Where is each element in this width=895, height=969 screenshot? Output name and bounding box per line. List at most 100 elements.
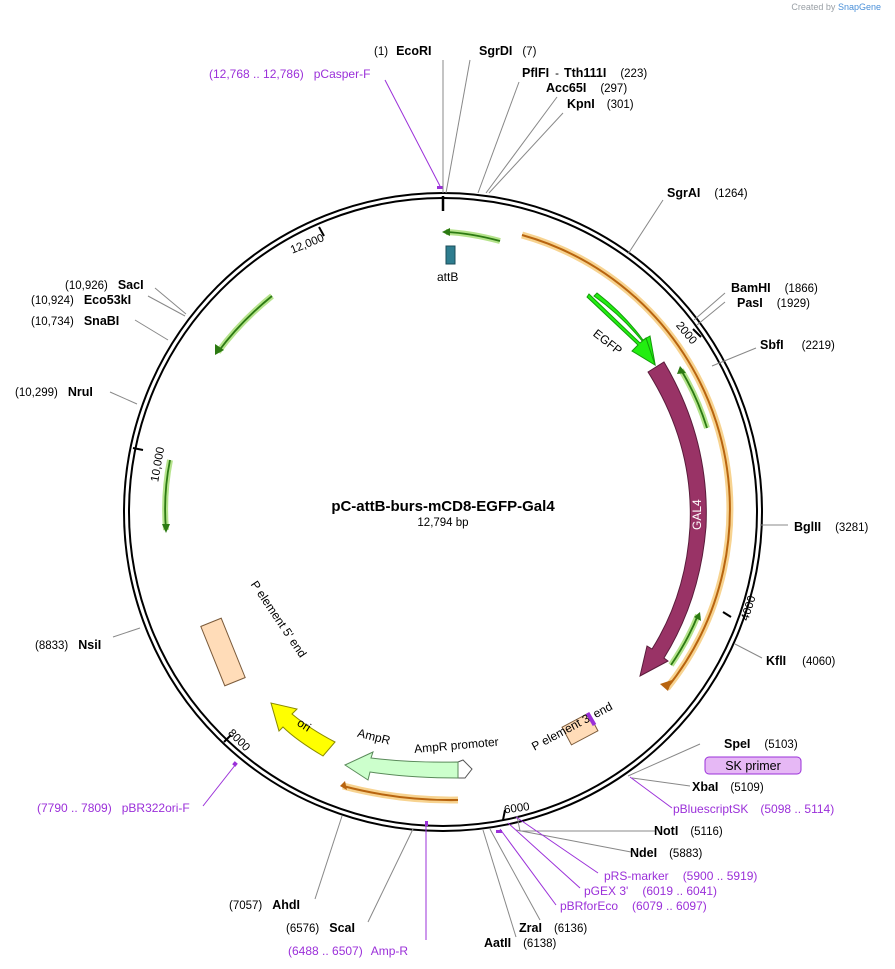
saci-pos: (10,926) xyxy=(65,280,108,292)
ecori-pos: (1) xyxy=(374,46,388,58)
sbfi-pos: (2219) xyxy=(802,340,835,352)
spei-pos: (5103) xyxy=(764,739,797,751)
bglii-pos: (3281) xyxy=(835,522,868,534)
gal4-feature[interactable] xyxy=(639,361,707,677)
zrai-site: ZraI (6136) xyxy=(519,921,587,935)
saci-name: SacI xyxy=(118,278,144,292)
amp-r-range: (6488 .. 6507) xyxy=(288,944,363,958)
sgrai-pos: (1264) xyxy=(714,188,747,200)
pasi-name: PasI xyxy=(737,296,763,310)
sbfi-name: SbfI xyxy=(760,338,784,352)
p-element-3-label: P element 3' end xyxy=(529,699,615,753)
credit-brand: SnapGene xyxy=(837,2,881,12)
scai-site: (6576) ScaI xyxy=(286,921,355,935)
sgrdi-pos: (7) xyxy=(522,46,536,58)
ecori-site: (1) EcoRI xyxy=(374,44,432,58)
pflfi-site: PflFI-Tth111I(223) xyxy=(522,66,647,80)
amp-r-site: (6488 .. 6507) Amp-R xyxy=(288,944,408,958)
eco53ki-name: Eco53kI xyxy=(84,293,131,307)
saci-site: (10,926) SacI xyxy=(65,278,144,292)
ori-feature[interactable] xyxy=(270,702,336,757)
pbr322ori-f-range: (7790 .. 7809) xyxy=(37,801,112,815)
acc65i-site: Acc65I(297) xyxy=(546,81,627,95)
tick-4000: 4000 xyxy=(739,594,758,622)
snapgene-credit: Created by SnapGene xyxy=(791,2,881,12)
kfli-pos: (4060) xyxy=(802,656,835,668)
ampr-feature[interactable] xyxy=(343,751,459,781)
pbrforeco-name: pBRforEco xyxy=(560,899,618,913)
p-element-5-label: P element 5' end xyxy=(248,578,310,660)
ecori-name: EcoRI xyxy=(396,44,431,58)
amp-r-name: Amp-R xyxy=(371,944,409,958)
bamhi-site: BamHI(1866) xyxy=(731,281,818,295)
bglii-site: BglII (3281) xyxy=(794,520,869,534)
tick-marks xyxy=(132,226,732,821)
pbrforeco-range: (6079 .. 6097) xyxy=(632,899,707,913)
pbluescriptsk-site: pBluescriptSK(5098 .. 5114) xyxy=(673,802,834,816)
ampr-label: AmpR xyxy=(356,726,392,748)
nrui-name: NruI xyxy=(68,385,93,399)
spei-name: SpeI xyxy=(724,737,750,751)
aatii-site: AatII (6138) xyxy=(484,936,557,950)
pcasper-f-name: pCasper-F xyxy=(314,67,371,81)
orange-bottom-track xyxy=(342,785,459,802)
tick-mark-8000 xyxy=(223,734,232,743)
bglii-name: BglII xyxy=(794,520,821,534)
nsii-pos: (8833) xyxy=(35,640,68,652)
green-arrows xyxy=(162,228,710,667)
zrai-name: ZraI xyxy=(519,921,542,935)
xbai-name: XbaI xyxy=(692,780,718,794)
pflfi-name: PflFI xyxy=(522,66,549,80)
nrui-pos: (10,299) xyxy=(15,387,58,399)
kpni-site: KpnI(301) xyxy=(567,97,634,111)
pflfi-dash: - xyxy=(555,68,559,80)
tick-6000: 6000 xyxy=(503,801,530,816)
sk-primer-label: SK primer xyxy=(725,759,781,773)
p-element-5-feature[interactable] xyxy=(200,617,246,687)
prs-marker-range: (5900 .. 5919) xyxy=(683,869,758,883)
primer-labels: (12,768 .. 12,786) pCasper-F pBluescriptS… xyxy=(37,67,834,958)
egfp-label: EGFP xyxy=(590,326,624,357)
orange-bottom-arrowhead xyxy=(340,781,347,790)
pcasper-f-range: (12,768 .. 12,786) xyxy=(209,67,304,81)
spei-site: SpeI (5103) xyxy=(724,737,798,751)
pgex3-range: (6019 .. 6041) xyxy=(642,884,717,898)
sgrai-site: SgrAI(1264) xyxy=(667,186,748,200)
ampr-promoter-feature[interactable] xyxy=(457,759,473,779)
ampr-promoter-label: AmpR promoter xyxy=(414,735,500,756)
nsii-site: (8833) NsiI xyxy=(35,638,101,652)
credit-prefix: Created by xyxy=(791,2,836,12)
tick-mark-2000 xyxy=(692,328,702,338)
prs-marker-name: pRS-marker xyxy=(604,869,669,883)
nsii-name: NsiI xyxy=(78,638,101,652)
sk-primer-badge[interactable] xyxy=(704,756,802,775)
pbrforeco-site: pBRforEco (6079 .. 6097) xyxy=(560,899,707,913)
aatii-pos: (6138) xyxy=(523,938,556,950)
ori-label: ori xyxy=(295,716,314,735)
kfli-name: KflI xyxy=(766,654,786,668)
pbluescriptsk-range: (5098 .. 5114) xyxy=(760,802,834,816)
pgex3-name: pGEX 3' xyxy=(584,884,628,898)
prs-marker-site: pRS-marker (5900 .. 5919) xyxy=(604,869,757,883)
sbfi-site: SbfI (2219) xyxy=(760,338,835,352)
tick-mark-6000 xyxy=(502,809,506,821)
primer-leader-lines xyxy=(202,79,673,940)
noti-site: NotI(5116) xyxy=(654,824,723,838)
aatii-name: AatII xyxy=(484,936,511,950)
acc65i-pos: (297) xyxy=(600,83,627,95)
tick-mark-12000 xyxy=(318,226,325,237)
scai-pos: (6576) xyxy=(286,923,319,935)
scai-name: ScaI xyxy=(329,921,355,935)
orange-track-arrowhead xyxy=(660,680,672,691)
ahdi-site: (7057)AhdI xyxy=(229,898,300,912)
snabi-name: SnaBI xyxy=(84,314,119,328)
attb-feature[interactable] xyxy=(445,245,456,265)
zrai-pos: (6136) xyxy=(554,923,587,935)
ndei-site: NdeI(5883) xyxy=(630,846,703,860)
snabi-pos: (10,734) xyxy=(31,316,74,328)
attb-label: attB xyxy=(437,270,458,284)
ndei-pos: (5883) xyxy=(669,848,702,860)
ahdi-pos: (7057) xyxy=(229,900,262,912)
pbr322ori-f-site: (7790 .. 7809)pBR322ori-F xyxy=(37,801,190,815)
pcasper-f-site: (12,768 .. 12,786) pCasper-F xyxy=(209,67,370,81)
